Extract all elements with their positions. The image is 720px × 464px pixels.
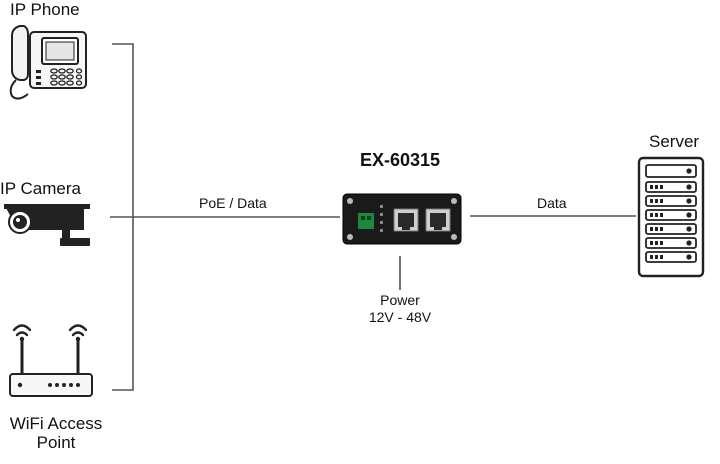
server-icon [637, 156, 705, 278]
wifi-label-line1: WiFi Access [9, 414, 103, 433]
ip-phone-icon [9, 25, 87, 100]
poe-data-label: PoE / Data [199, 195, 267, 211]
power-label: Power 12V - 48V [360, 292, 440, 326]
ex-60315-device-icon [342, 193, 462, 245]
wifi-access-point-label: WiFi Access Point [0, 414, 112, 452]
ip-camera-icon [4, 204, 90, 246]
server-label: Server [649, 132, 700, 151]
switch-model-label: EX-60315 [360, 150, 441, 170]
wifi-router-icon [9, 324, 93, 397]
wifi-label-line2: Point [36, 433, 76, 452]
ip-camera-label: IP Camera [0, 179, 81, 198]
ip-phone-label: IP Phone [10, 0, 80, 19]
power-label-line1: Power [380, 292, 420, 308]
power-label-line2: 12V - 48V [368, 309, 432, 325]
data-label: Data [537, 195, 567, 211]
